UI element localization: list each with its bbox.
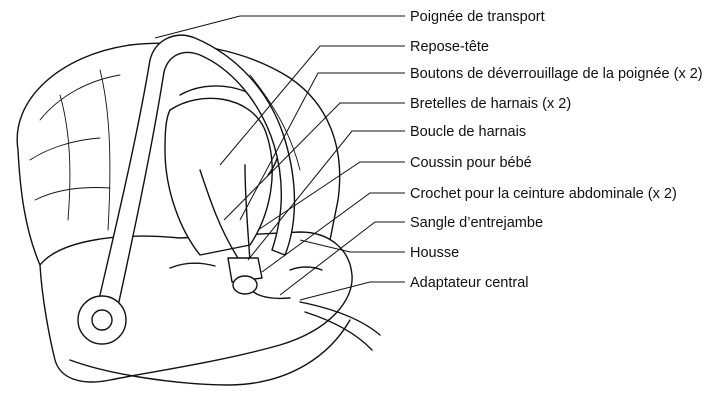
callout-labels: Poignée de transport Repose-tête Boutons…: [410, 9, 703, 291]
handle-hub-right: [233, 276, 257, 294]
label-crotch-strap: Sangle d’entrejambe: [410, 215, 543, 231]
label-carry-handle: Poignée de transport: [410, 9, 545, 25]
label-lap-belt-hook: Crochet pour la ceinture abdominale (x 2…: [410, 186, 677, 202]
label-baby-cushion: Coussin pour bébé: [410, 155, 532, 171]
label-handle-release-buttons: Boutons de déverrouillage de la poignée …: [410, 66, 703, 82]
label-central-adapter: Adaptateur central: [410, 275, 529, 291]
car-seat-illustration: [17, 35, 380, 385]
leader-line-1: [155, 16, 405, 38]
label-cover: Housse: [410, 245, 459, 261]
label-harness-buckle: Boucle de harnais: [410, 124, 526, 140]
label-headrest: Repose-tête: [410, 39, 489, 55]
label-harness-straps: Bretelles de harnais (x 2): [410, 96, 571, 112]
handle-release-button: [92, 310, 112, 330]
